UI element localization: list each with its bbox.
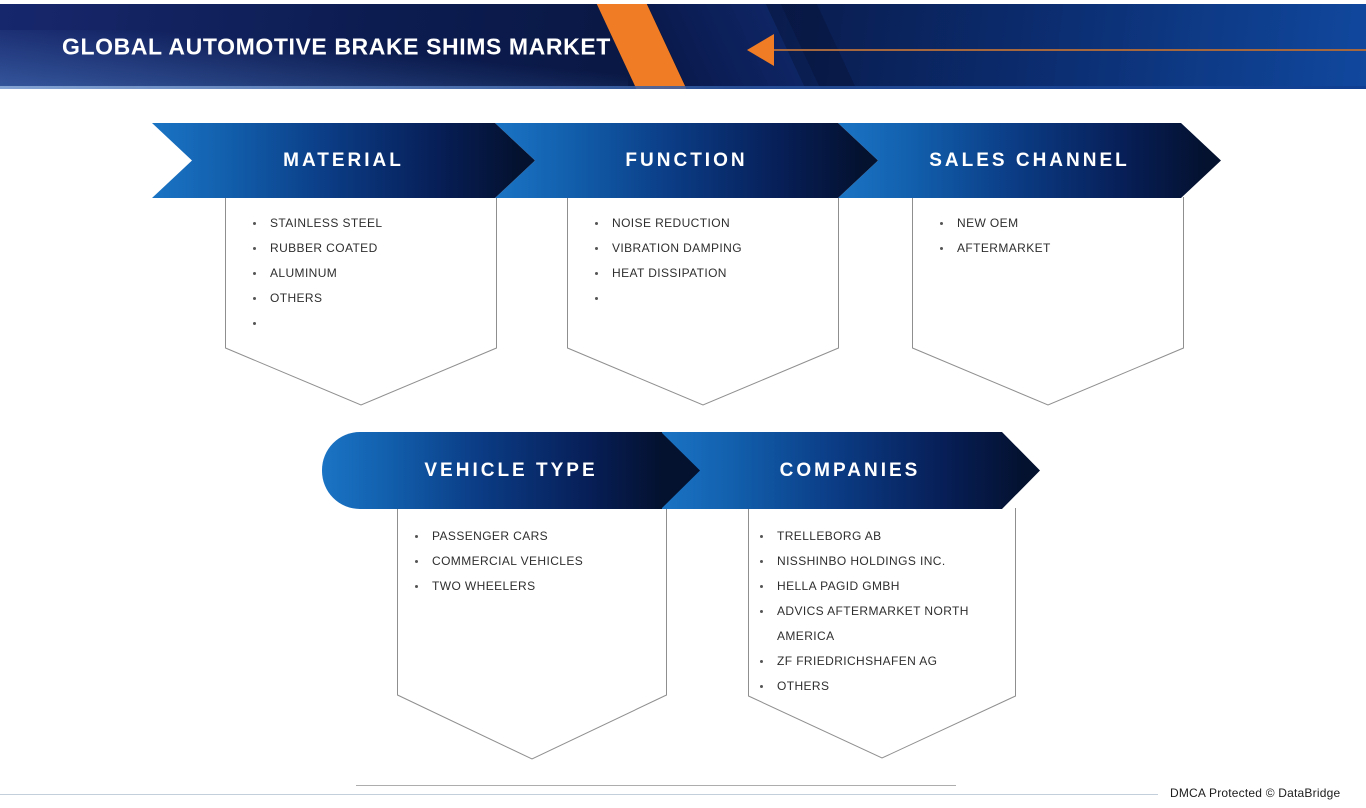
banner-sales-channel-label: SALES CHANNEL [929, 149, 1130, 171]
banner-body [322, 432, 662, 509]
banner-sales-channel: SALES CHANNEL [838, 123, 1221, 198]
card-sales-channel: NEW OEM AFTERMARKET [912, 197, 1184, 406]
bullet-icon [595, 247, 598, 250]
dmca-watermark: DMCA Protected © DataBridge [1170, 786, 1341, 800]
list-item: RUBBER COATED [253, 236, 489, 261]
pennant-outline [225, 197, 497, 406]
bullet-icon [595, 297, 598, 300]
bullet-icon [415, 535, 418, 538]
list-item-label: TRELLEBORG AB [777, 529, 882, 543]
list-item-label: RUBBER COATED [270, 241, 378, 255]
vehicle-type-list: PASSENGER CARS COMMERCIAL VEHICLES TWO W… [397, 508, 667, 599]
material-list: STAINLESS STEEL RUBBER COATED ALUMINUM O… [225, 197, 497, 325]
bullet-icon [415, 560, 418, 563]
bullet-icon [595, 272, 598, 275]
arrow-left-icon [747, 34, 774, 66]
bullet-icon [253, 322, 256, 325]
list-item-label: AFTERMARKET [957, 241, 1051, 255]
list-item: OTHERS [253, 286, 489, 311]
pennant-outline [748, 508, 1016, 759]
list-item: STAINLESS STEEL [253, 211, 489, 236]
list-item: AFTERMARKET [940, 236, 1176, 261]
page-title: GLOBAL AUTOMOTIVE BRAKE SHIMS MARKET [62, 33, 611, 59]
bullet-icon [253, 222, 256, 225]
list-item: OTHERS [760, 674, 1010, 699]
card-material: STAINLESS STEEL RUBBER COATED ALUMINUM O… [225, 197, 497, 406]
banner-material-label: MATERIAL [283, 149, 404, 171]
bullet-icon [760, 610, 763, 613]
card-companies: TRELLEBORG AB NISSHINBO HOLDINGS INC. HE… [748, 508, 1016, 759]
sales-channel-list: NEW OEM AFTERMARKET [912, 197, 1184, 261]
bullet-icon [253, 247, 256, 250]
bullet-icon [415, 585, 418, 588]
list-item: NEW OEM [940, 211, 1176, 236]
card-function: NOISE REDUCTION VIBRATION DAMPING HEAT D… [567, 197, 839, 406]
bullet-icon [760, 585, 763, 588]
list-item: ADVICS AFTERMARKET NORTH AMERICA [760, 599, 1010, 649]
list-item: VIBRATION DAMPING [595, 236, 831, 261]
list-item-label: ADVICS AFTERMARKET NORTH AMERICA [777, 604, 969, 643]
pennant-outline [912, 197, 1184, 406]
list-item: TWO WHEELERS [415, 574, 659, 599]
list-item-label: HEAT DISSIPATION [612, 266, 727, 280]
companies-list: TRELLEBORG AB NISSHINBO HOLDINGS INC. HE… [748, 508, 1016, 699]
bullet-icon [760, 685, 763, 688]
list-item [595, 286, 831, 300]
bullet-icon [595, 222, 598, 225]
banner-companies: COMPANIES [660, 432, 1040, 509]
list-item: COMMERCIAL VEHICLES [415, 549, 659, 574]
bullet-icon [940, 247, 943, 250]
footer-divider-blue [0, 794, 1158, 795]
banner-function: FUNCTION [495, 123, 878, 198]
banner-vehicle-type-label: VEHICLE TYPE [424, 459, 598, 481]
list-item: NOISE REDUCTION [595, 211, 831, 236]
list-item-label: STAINLESS STEEL [270, 216, 383, 230]
list-item-label: COMMERCIAL VEHICLES [432, 554, 584, 568]
pointer-line [773, 49, 1366, 51]
list-item-label: ALUMINUM [270, 266, 338, 280]
list-item-label: PASSENGER CARS [432, 529, 549, 543]
footer-divider-gray [356, 785, 956, 786]
header-bottom-edge [0, 86, 1366, 89]
header-sheen [0, 29, 629, 89]
list-item-label: OTHERS [777, 679, 830, 693]
list-item-label: VIBRATION DAMPING [612, 241, 742, 255]
banner-function-label: FUNCTION [625, 149, 748, 171]
list-item-label: NEW OEM [957, 216, 1019, 230]
banner-vehicle-type: VEHICLE TYPE [322, 432, 700, 509]
banner-companies-label: COMPANIES [779, 459, 921, 481]
list-item: HELLA PAGID GMBH [760, 574, 1010, 599]
pennant-outline [397, 508, 667, 760]
pennant-outline [567, 197, 839, 406]
list-item: NISSHINBO HOLDINGS INC. [760, 549, 1010, 574]
list-item: HEAT DISSIPATION [595, 261, 831, 286]
card-vehicle-type: PASSENGER CARS COMMERCIAL VEHICLES TWO W… [397, 508, 667, 760]
bullet-icon [760, 535, 763, 538]
bullet-icon [760, 560, 763, 563]
list-item: ALUMINUM [253, 261, 489, 286]
list-item [253, 311, 489, 325]
list-item: ZF FRIEDRICHSHAFEN AG [760, 649, 1010, 674]
list-item-label: TWO WHEELERS [432, 579, 536, 593]
list-item: PASSENGER CARS [415, 524, 659, 549]
list-item-label: NOISE REDUCTION [612, 216, 731, 230]
list-item-label: OTHERS [270, 291, 323, 305]
bullet-icon [253, 272, 256, 275]
list-item-label: HELLA PAGID GMBH [777, 579, 900, 593]
bullet-icon [940, 222, 943, 225]
banner-material: MATERIAL [152, 123, 535, 198]
list-item-label: NISSHINBO HOLDINGS INC. [777, 554, 946, 568]
list-item: TRELLEBORG AB [760, 524, 1010, 549]
header-bar: GLOBAL AUTOMOTIVE BRAKE SHIMS MARKET [0, 4, 1366, 89]
bullet-icon [253, 297, 256, 300]
function-list: NOISE REDUCTION VIBRATION DAMPING HEAT D… [567, 197, 839, 300]
list-item-label: ZF FRIEDRICHSHAFEN AG [777, 654, 938, 668]
bullet-icon [760, 660, 763, 663]
